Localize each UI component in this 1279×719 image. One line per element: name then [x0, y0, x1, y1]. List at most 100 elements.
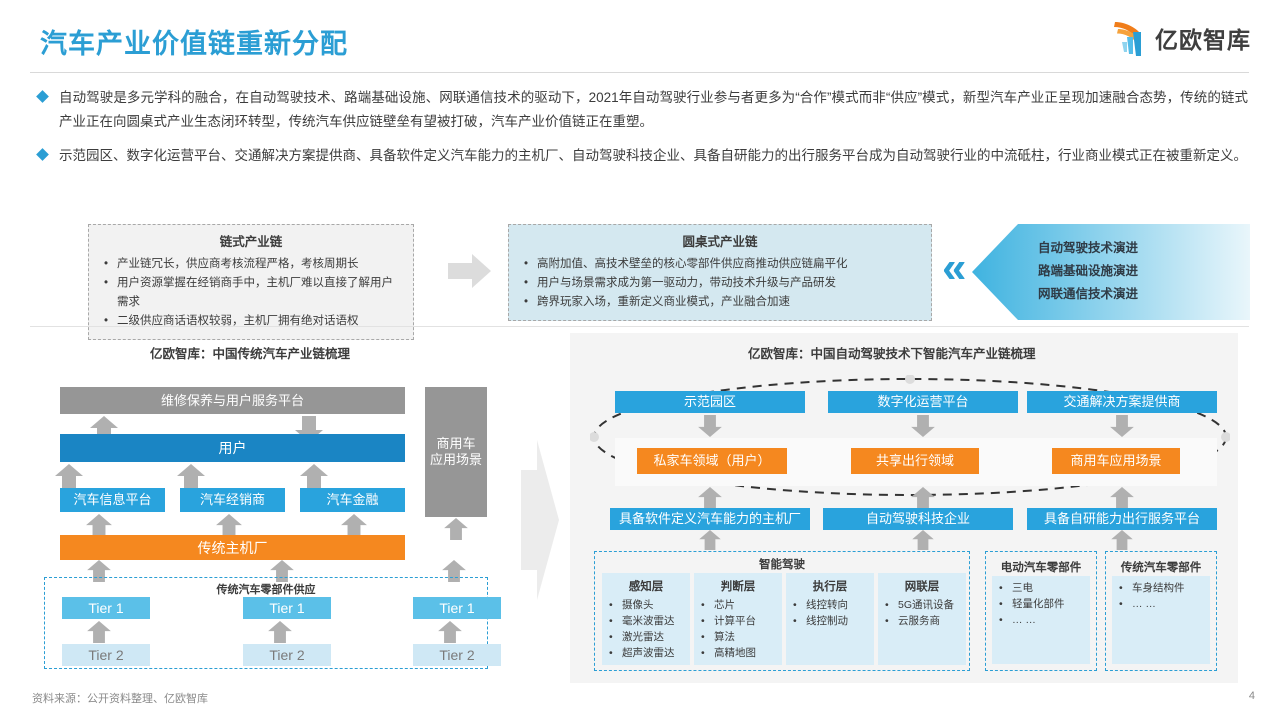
roundtable-value-chain-box: 圆桌式产业链 高附加值、高技术壁垒的核心零部件供应商推动供应链扁平化 用户与场景…	[508, 224, 932, 321]
right-top-box-2: 交通解决方案提供商	[1027, 391, 1217, 413]
bullet-item: 自动驾驶是多元学科的融合，在自动驾驶技术、路端基础设施、网联通信技术的驱动下，2…	[36, 86, 1248, 134]
diamond-bullet-icon	[36, 148, 49, 161]
ev-parts-group	[985, 551, 1097, 671]
ev-parts-list: 三电 轻量化部件 … …	[992, 576, 1090, 628]
smart-driving-col-1: 判断层 芯片 计算平台 算法 高精地图	[694, 573, 782, 665]
brand-logo: 亿欧智库	[1111, 18, 1251, 58]
up-arrow-icon	[442, 560, 466, 582]
col-list: 线控转向 线控制动	[786, 597, 874, 629]
page-title: 汽车产业价值链重新分配	[40, 29, 348, 59]
left-tier1-box-0: Tier 1	[62, 597, 150, 619]
smart-driving-col-0: 感知层 摄像头 毫米波雷达 激光雷达 超声波雷达	[602, 573, 690, 665]
left-tier1-box-2: Tier 1	[413, 597, 501, 619]
roundtable-box-title: 圆桌式产业链	[682, 235, 758, 249]
smart-driving-col-2: 执行层 线控转向 线控制动	[786, 573, 874, 665]
right-diagram-title: 亿欧智库：中国自动驾驶技术下智能汽车产业链梳理	[748, 347, 1036, 361]
left-channel-box-1: 汽车经销商	[180, 488, 285, 512]
roundtable-box-list: 高附加值、高技术壁垒的核心零部件供应商推动供应链扁平化 用户与场景需求成为第一驱…	[521, 255, 919, 312]
trad-parts-body: 车身结构件 … …	[1112, 576, 1210, 664]
list-item: 计算平台	[694, 613, 782, 629]
list-item: 产业链冗长，供应商考核流程严格，考核周期长	[101, 255, 401, 274]
up-arrow-icon	[270, 560, 294, 582]
chain-value-chain-box: 链式产业链 产业链冗长，供应商考核流程严格，考核周期长 用户资源掌握在经销商手中…	[88, 224, 414, 340]
evolution-line: 自动驾驶技术演进	[1038, 241, 1139, 255]
up-arrow-icon	[86, 514, 112, 538]
list-item: … …	[992, 612, 1090, 628]
bullet-item: 示范园区、数字化运营平台、交通解决方案提供商、具备软件定义汽车能力的主机厂、自动…	[36, 144, 1248, 168]
down-arrow-icon	[911, 415, 935, 437]
list-item: 超声波雷达	[602, 645, 690, 661]
section-divider	[30, 326, 1249, 327]
left-channel-box-2: 汽车金融	[300, 488, 405, 512]
up-arrow-icon	[1111, 530, 1133, 550]
up-arrow-icon	[87, 621, 111, 643]
double-chevron-left-icon: «	[942, 243, 967, 292]
list-item: 用户资源掌握在经销商手中，主机厂难以直接了解用户需求	[101, 274, 401, 312]
list-item: 线控制动	[786, 613, 874, 629]
col-list: 摄像头 毫米波雷达 激光雷达 超声波雷达	[602, 597, 690, 661]
list-item: 算法	[694, 629, 782, 645]
list-item: 用户与场景需求成为第一驱动力，带动技术升级与产品研发	[521, 274, 919, 293]
up-arrow-icon	[1110, 487, 1134, 509]
list-item: 三电	[992, 580, 1090, 596]
col-list: 芯片 计算平台 算法 高精地图	[694, 597, 782, 661]
list-item: 5G通讯设备	[878, 597, 966, 613]
evolution-banner-shape	[972, 224, 1250, 320]
list-item: 跨界玩家入场，重新定义商业模式，产业融合加速	[521, 293, 919, 312]
left-commercial-scene-box: 商用车 应用场景	[425, 387, 487, 517]
trad-parts-list: 车身结构件 … …	[1112, 576, 1210, 612]
list-item: 云服务商	[878, 613, 966, 629]
up-arrow-icon	[912, 530, 934, 550]
list-item: … …	[1112, 596, 1210, 612]
commercial-scene-line-2: 应用场景	[429, 452, 482, 467]
chain-box-title: 链式产业链	[219, 235, 283, 249]
commercial-scene-line-1: 商用车	[436, 436, 476, 451]
list-item: 二级供应商话语权较弱，主机厂拥有绝对话语权	[101, 312, 401, 331]
col-title: 执行层	[812, 581, 848, 593]
roundtable-oval	[590, 375, 1230, 496]
list-item: 高精地图	[694, 645, 782, 661]
col-list: 5G通讯设备 云服务商	[878, 597, 966, 629]
col-title: 感知层	[628, 581, 664, 593]
up-arrow-icon	[177, 464, 205, 490]
up-arrow-icon	[444, 518, 468, 540]
list-item: 线控转向	[786, 597, 874, 613]
source-note: 资料来源：公开资料整理、亿欧智库	[32, 693, 208, 705]
up-arrow-icon	[438, 621, 462, 643]
bullet-list: 自动驾驶是多元学科的融合，在自动驾驶技术、路端基础设施、网联通信技术的驱动下，2…	[36, 86, 1248, 178]
bullet-text: 自动驾驶是多元学科的融合，在自动驾驶技术、路端基础设施、网联通信技术的驱动下，2…	[59, 90, 1248, 129]
left-tier2-box-2: Tier 2	[413, 644, 501, 666]
up-arrow-icon	[698, 487, 722, 509]
bullet-text: 示范园区、数字化运营平台、交通解决方案提供商、具备软件定义汽车能力的主机厂、自动…	[59, 148, 1247, 163]
list-item: 轻量化部件	[992, 596, 1090, 612]
trad-parts-group	[1105, 551, 1217, 671]
comparison-row: 链式产业链 产业链冗长，供应商考核流程严格，考核周期长 用户资源掌握在经销商手中…	[0, 222, 1279, 340]
left-oem-box: 传统主机厂	[60, 535, 405, 560]
list-item: 摄像头	[602, 597, 690, 613]
up-arrow-icon	[699, 530, 721, 550]
ev-parts-title: 电动汽车零部件	[1000, 562, 1082, 574]
page-number: 4	[1248, 690, 1255, 702]
chain-box-list: 产业链冗长，供应商考核流程严格，考核周期长 用户资源掌握在经销商手中，主机厂难以…	[101, 255, 401, 331]
evolution-line: 路端基础设施演进	[1038, 264, 1139, 278]
right-top-box-0: 示范园区	[615, 391, 805, 413]
right-bottom-box-0: 具备软件定义汽车能力的主机厂	[610, 508, 810, 530]
left-service-platform-box: 维修保养与用户服务平台	[60, 387, 405, 414]
smart-driving-group	[594, 551, 970, 671]
diamond-bullet-icon	[36, 90, 49, 103]
up-arrow-icon	[911, 487, 935, 509]
left-channel-box-0: 汽车信息平台	[60, 488, 165, 512]
up-arrow-icon	[300, 464, 328, 490]
left-tier2-box-1: Tier 2	[243, 644, 331, 666]
left-tier2-box-0: Tier 2	[62, 644, 150, 666]
header-divider	[30, 72, 1249, 73]
ev-parts-body: 三电 轻量化部件 … …	[992, 576, 1090, 664]
list-item: 高附加值、高技术壁垒的核心零部件供应商推动供应链扁平化	[521, 255, 919, 274]
left-user-box: 用户	[60, 434, 405, 462]
right-mid-box-1: 共享出行领域	[851, 448, 979, 474]
up-arrow-icon	[268, 621, 292, 643]
right-bottom-box-2: 具备自研能力出行服务平台	[1027, 508, 1217, 530]
right-bottom-box-1: 自动驾驶科技企业	[823, 508, 1013, 530]
transition-arrow-icon	[448, 254, 491, 288]
